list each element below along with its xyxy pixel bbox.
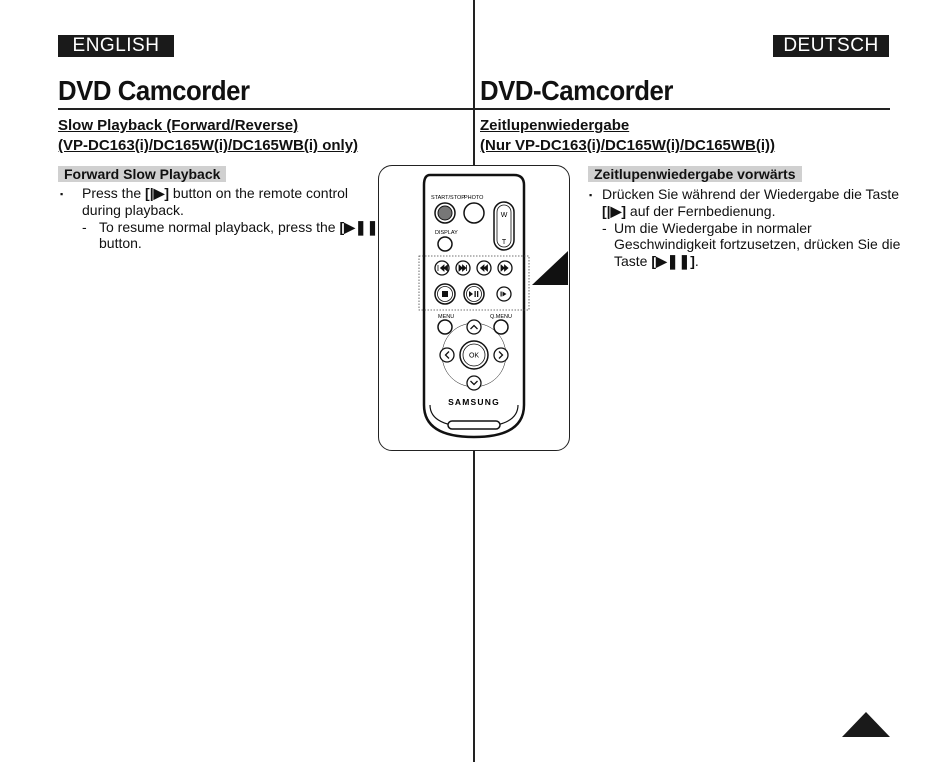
menu-button[interactable] [437, 319, 453, 335]
page-number-triangle [842, 712, 890, 737]
bullet-english-line1: Press the [|▶] button on the remote cont… [82, 185, 348, 202]
remote-slot [447, 420, 501, 430]
nav-right-button[interactable] [493, 347, 509, 363]
nav-up-button[interactable] [466, 319, 482, 335]
display-label: DISPLAY [435, 230, 458, 236]
highlight-box [418, 255, 530, 311]
language-badge-deutsch: DEUTSCH [773, 35, 889, 57]
page-title-english: DVD Camcorder [58, 75, 250, 106]
start-stop-label: START/STOP [431, 195, 465, 201]
bullet-english-line2: during playback. [82, 202, 184, 218]
dash-english-text-pre: To resume normal playback, press the [99, 219, 340, 235]
slow-forward-key-de: [|▶] [602, 203, 627, 219]
play-pause-key-de: [▶❚❚] [651, 253, 695, 269]
nav-down-button[interactable] [466, 375, 482, 391]
qmenu-label: Q.MENU [490, 314, 512, 320]
page-title-deutsch: DVD-Camcorder [480, 75, 673, 106]
bullet-mark-deutsch: ▪ [589, 190, 593, 200]
dash-deutsch-line2: Geschwindigkeit fortzusetzen, drücken Si… [614, 236, 901, 252]
dash-mark-deutsch: - [602, 220, 607, 236]
stop-button[interactable] [434, 283, 456, 305]
ok-button[interactable] [459, 340, 489, 370]
zoom-rocker-inner [496, 204, 512, 248]
nav-left-button[interactable] [439, 347, 455, 363]
skip-forward-button[interactable] [455, 260, 471, 276]
title-rule-english [58, 108, 473, 110]
play-pause-button[interactable] [463, 283, 485, 305]
zoom-t-label: T [502, 239, 507, 246]
dash-english-line2: button. [99, 235, 142, 251]
section-heading-english: Forward Slow Playback [58, 166, 227, 182]
brand-logo: SAMSUNG [448, 397, 500, 407]
rewind-button[interactable] [476, 260, 492, 276]
bullet-deutsch-line1: Drücken Sie während der Wiedergabe die T… [602, 186, 900, 202]
skip-back-button[interactable] [434, 260, 450, 276]
dash-deutsch-line3: Taste [▶❚❚]. [614, 253, 699, 270]
pointer-arrow-icon [532, 251, 568, 285]
bullet-english-text-pre: Press the [82, 185, 146, 201]
dash-deutsch-text-post: . [694, 253, 699, 269]
ok-label: OK [469, 353, 479, 360]
bullet-deutsch-text-post: auf der Fernbedienung. [626, 203, 776, 219]
subtitle-english-line2: (VP-DC163(i)/DC165W(i)/DC165WB(i) only) [58, 137, 359, 154]
start-stop-button-core [437, 205, 453, 221]
slow-forward-button[interactable] [496, 286, 512, 302]
dash-deutsch-text-pre: Taste [614, 253, 652, 269]
photo-button[interactable] [463, 202, 485, 224]
remote-control-illustration: START/STOP PHOTO W T DISPLAY [418, 173, 568, 439]
subtitle-english-line1: Slow Playback (Forward/Reverse) [58, 117, 299, 134]
section-heading-deutsch: Zeitlupenwiedergabe vorwärts [588, 166, 802, 182]
fast-forward-button[interactable] [497, 260, 513, 276]
bullet-deutsch-line2: [|▶] auf der Fernbedienung. [602, 203, 775, 220]
subtitle-deutsch-line1: Zeitlupenwiedergabe [480, 117, 630, 134]
qmenu-button[interactable] [493, 319, 509, 335]
dash-mark-english: - [82, 219, 87, 235]
subtitle-deutsch-line2: (Nur VP-DC163(i)/DC165W(i)/DC165WB(i)) [480, 137, 776, 154]
play-pause-key: [▶❚❚] [339, 219, 384, 235]
zoom-w-label: W [501, 212, 508, 219]
dash-deutsch-line1: Um die Wiedergabe in normaler [614, 220, 812, 236]
bullet-english-text-post: button on the remote control [169, 185, 349, 201]
photo-label: PHOTO [464, 195, 484, 201]
dash-english-line1: To resume normal playback, press the [▶❚… [99, 219, 383, 236]
menu-label: MENU [438, 314, 454, 320]
zoom-rocker[interactable] [493, 201, 515, 251]
slow-forward-key: [|▶] [145, 185, 170, 201]
page-number: 65 [856, 745, 876, 764]
display-button[interactable] [437, 236, 453, 252]
bullet-mark-english: ▪ [60, 189, 64, 199]
language-badge-english: ENGLISH [58, 35, 174, 57]
title-rule-deutsch [475, 108, 890, 110]
